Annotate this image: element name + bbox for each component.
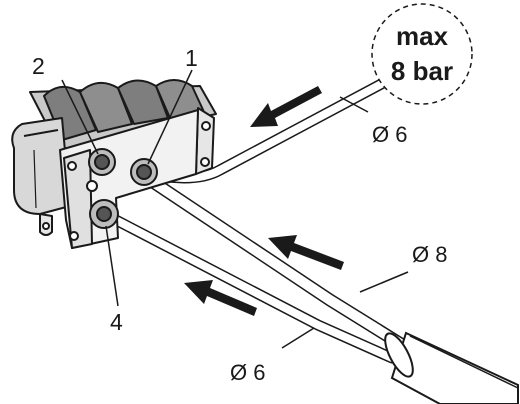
cable-sleeve	[384, 331, 519, 404]
callout-1: 1	[185, 45, 198, 71]
flow-arrow-bottom	[184, 280, 257, 316]
fitting-1	[130, 158, 158, 186]
hose-bottom	[106, 212, 398, 364]
diameter-label-mid: Ø 8	[412, 242, 447, 267]
callout-4: 4	[110, 309, 123, 335]
badge-line-2: 8 bar	[391, 56, 453, 86]
fitting-2	[88, 148, 116, 176]
flow-arrow-middle	[268, 235, 344, 270]
flow-arrow-top	[250, 86, 322, 127]
diameter-label-top: Ø 6	[372, 122, 407, 147]
fitting-4	[89, 199, 119, 229]
pressure-badge: max 8 bar	[371, 3, 473, 105]
leader-lines	[61, 69, 409, 349]
callout-2: 2	[32, 53, 45, 79]
hose-middle	[143, 173, 411, 353]
diameter-label-bottom: Ø 6	[230, 360, 265, 385]
badge-line-1: max	[396, 21, 449, 51]
